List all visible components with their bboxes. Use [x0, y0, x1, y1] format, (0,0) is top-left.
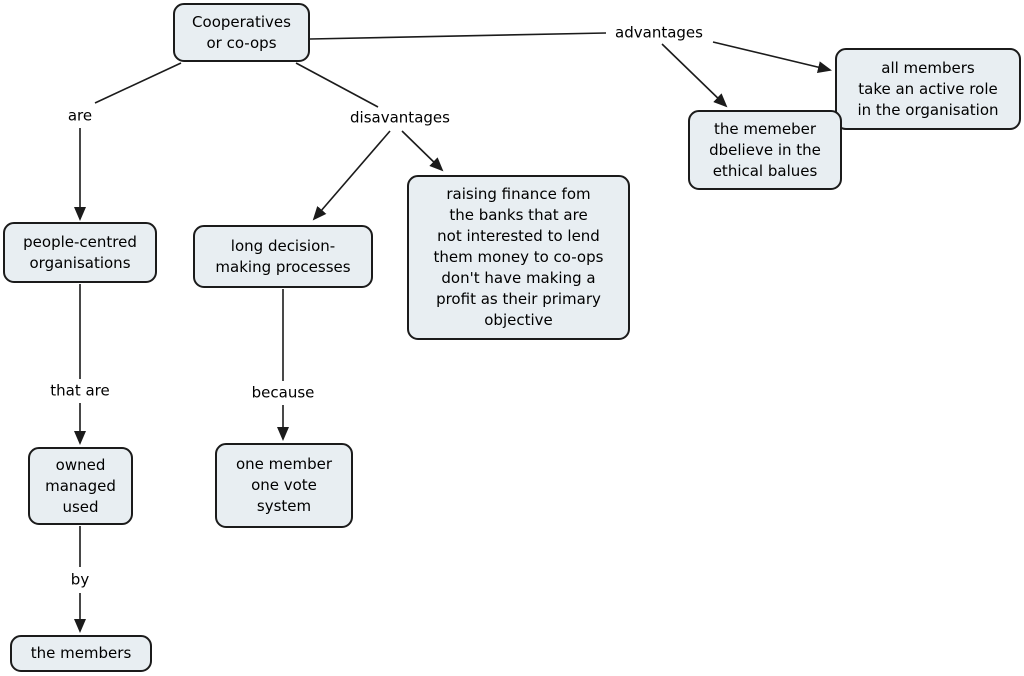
node-raising-finance[interactable]: raising finance fom the banks that are n…: [407, 175, 630, 340]
edge-disavantages-to-long-decision: [312, 130, 391, 221]
edge-disavantages-to-raising-finance: [401, 130, 444, 172]
edge-root-to-advantages: [309, 32, 607, 40]
link-label-because[interactable]: because: [249, 383, 317, 403]
edge-root-to-are: [94, 62, 182, 104]
node-one-member-one-vote[interactable]: one member one vote system: [215, 443, 353, 528]
edge-advantages-to-ethical-values: [661, 43, 728, 108]
link-label-advantages[interactable]: advantages: [613, 23, 705, 43]
edge-root-to-disavantages: [295, 62, 379, 108]
link-label-by[interactable]: by: [68, 570, 92, 590]
node-members-believe-ethical-values[interactable]: the memeber dbelieve in the ethical balu…: [688, 110, 842, 190]
link-label-that-are[interactable]: that are: [48, 381, 112, 401]
node-owned-managed-used[interactable]: owned managed used: [28, 447, 133, 525]
edge-advantages-to-all-members: [712, 41, 832, 74]
node-long-decision-making-processes[interactable]: long decision- making processes: [193, 225, 373, 288]
link-label-disavantages[interactable]: disavantages: [348, 108, 452, 128]
link-label-are[interactable]: are: [65, 106, 95, 126]
node-all-members-active-role[interactable]: all members take an active role in the o…: [835, 48, 1021, 130]
node-the-members[interactable]: the members: [10, 635, 152, 672]
node-cooperatives-or-coops[interactable]: Cooperatives or co-ops: [173, 3, 310, 62]
node-people-centred-organisations[interactable]: people-centred organisations: [3, 222, 157, 283]
